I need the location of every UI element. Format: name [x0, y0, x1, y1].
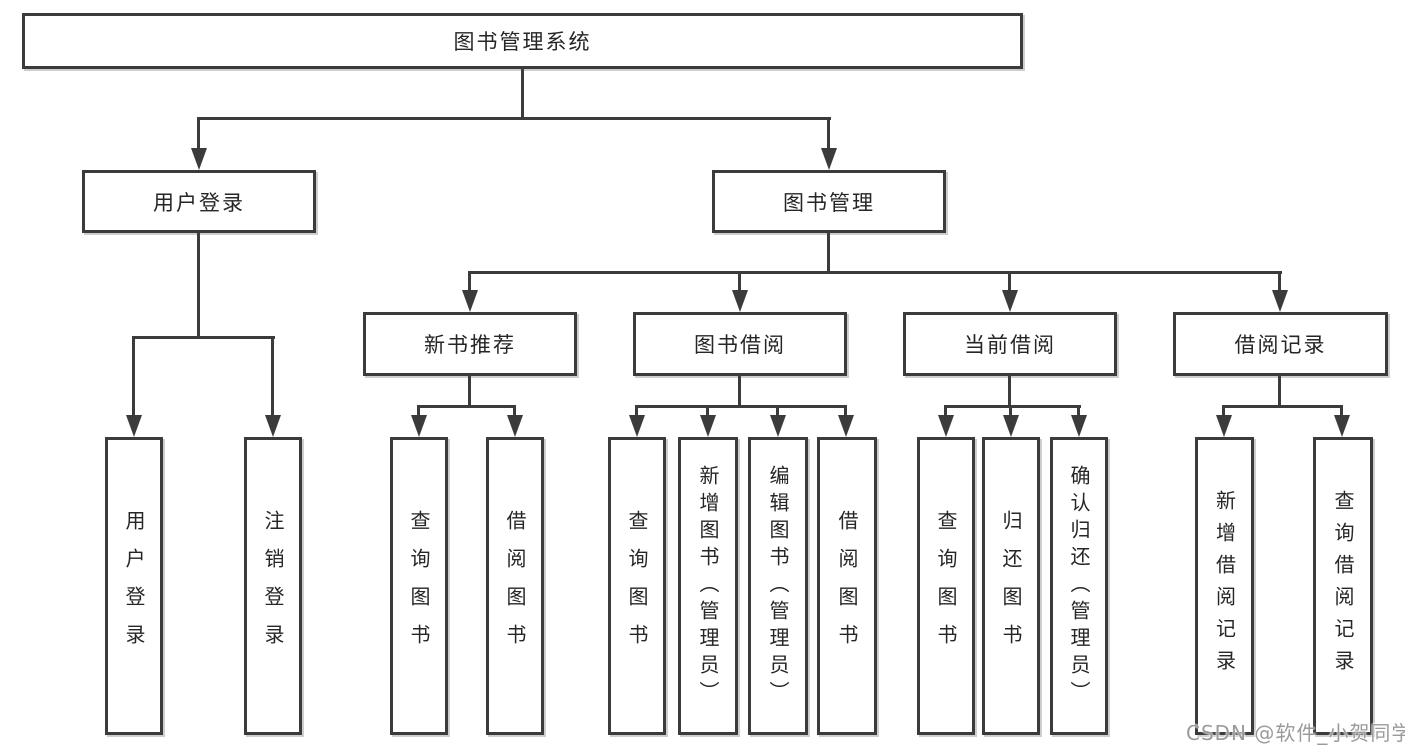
- connector-bb-hbar: [635, 405, 847, 408]
- connector-nbr-stub2: [513, 408, 516, 415]
- node-borrowing-records-label: 借阅记录: [1234, 333, 1327, 357]
- leaf-cb-query-books-label: 查询图书: [934, 510, 958, 662]
- leaf-bb-query-books-label: 查询图书: [625, 510, 649, 662]
- leaf-br-query-record-label: 查询借阅记录: [1331, 490, 1355, 682]
- arrowhead-nbr-query: [411, 415, 427, 437]
- arrowhead-book-mgmt: [821, 148, 837, 170]
- connector-mgmt-hbar: [468, 271, 1282, 274]
- arrowhead-br-query: [1334, 415, 1350, 437]
- connector-cb-stub2: [1009, 408, 1012, 415]
- node-current-borrowing-label: 当前借阅: [964, 333, 1056, 357]
- arrowhead-bookborrow: [732, 290, 748, 312]
- leaf-cb-return-books-label: 归还图书: [999, 510, 1023, 662]
- leaf-nbr-query-books: 查询图书: [390, 437, 448, 735]
- node-book-management-label: 图书管理: [783, 190, 875, 215]
- leaf-logout-label: 注销登录: [261, 510, 285, 662]
- connector-borrowrecords-stub: [1278, 274, 1281, 292]
- leaf-cb-query-books: 查询图书: [917, 437, 975, 735]
- arrowhead-bb-edit: [770, 415, 786, 437]
- node-book-borrowing: 图书借阅: [633, 312, 847, 376]
- arrowhead-bb-borrow: [838, 415, 854, 437]
- connector-nbr-hbar: [417, 405, 516, 408]
- arrowhead-cb-confirm: [1071, 415, 1087, 437]
- connector-br-stub2: [1340, 408, 1343, 415]
- node-new-book-recommendation-label: 新书推荐: [424, 333, 516, 357]
- connector-login-hbar: [132, 336, 275, 339]
- connector-bb-stub1: [635, 408, 638, 415]
- connector-br-hbar: [1222, 405, 1343, 408]
- connector-leaf-login-stub: [132, 339, 135, 415]
- leaf-cb-confirm-return-admin-label: 确认归还（管理员）: [1067, 464, 1091, 708]
- connector-cb-hbar: [944, 405, 1081, 408]
- node-book-management: 图书管理: [712, 170, 946, 233]
- node-root-label: 图书管理系统: [453, 30, 592, 54]
- node-root: 图书管理系统: [22, 13, 1023, 69]
- connector-bookborrow-stub: [738, 274, 741, 292]
- leaf-user-login-label: 用户登录: [122, 510, 146, 662]
- connector-currentborrow-stub: [1008, 274, 1011, 292]
- arrowhead-newbook: [462, 290, 478, 312]
- leaf-nbr-query-books-label: 查询图书: [407, 510, 431, 662]
- arrowhead-cb-query: [938, 415, 954, 437]
- node-user-login: 用户登录: [82, 170, 316, 233]
- arrowhead-cb-return: [1003, 415, 1019, 437]
- arrowhead-leaf-logout: [265, 415, 281, 437]
- leaf-bb-add-books-admin-label: 新增图书（管理员）: [696, 464, 720, 708]
- leaf-logout: 注销登录: [244, 437, 302, 735]
- connector-bb-stub3: [776, 408, 779, 415]
- leaf-br-add-record-label: 新增借阅记录: [1212, 490, 1237, 682]
- node-new-book-recommendation: 新书推荐: [363, 312, 577, 376]
- csdn-watermark: CSDN @软件_小贺同学: [1186, 721, 1405, 745]
- arrowhead-bb-add: [700, 415, 716, 437]
- leaf-user-login: 用户登录: [105, 437, 163, 735]
- leaf-br-add-record: 新增借阅记录: [1195, 437, 1254, 735]
- leaf-cb-return-books: 归还图书: [982, 437, 1040, 735]
- connector-mgmt-vline: [827, 233, 830, 271]
- connector-cb-stub1: [944, 408, 947, 415]
- arrowhead-br-add: [1216, 415, 1232, 437]
- connector-nbr-vline: [468, 376, 471, 405]
- leaf-br-query-record: 查询借阅记录: [1313, 437, 1373, 735]
- leaf-bb-edit-books-admin: 编辑图书（管理员）: [748, 437, 808, 735]
- leaf-bb-edit-books-admin-label: 编辑图书（管理员）: [766, 464, 790, 708]
- connector-user-login-stub: [197, 120, 200, 150]
- connector-cb-stub3: [1077, 408, 1080, 415]
- node-book-borrowing-label: 图书借阅: [694, 333, 786, 357]
- arrowhead-currentborrow: [1002, 290, 1018, 312]
- connector-br-vline: [1278, 376, 1281, 405]
- connector-root-vline: [521, 69, 524, 117]
- connector-book-mgmt-stub: [827, 120, 830, 150]
- leaf-cb-confirm-return-admin: 确认归还（管理员）: [1050, 437, 1108, 735]
- node-current-borrowing: 当前借阅: [903, 312, 1117, 376]
- arrowhead-user-login: [191, 148, 207, 170]
- leaf-nbr-borrow-books: 借阅图书: [486, 437, 544, 735]
- arrowhead-bb-query: [629, 415, 645, 437]
- leaf-bb-query-books: 查询图书: [608, 437, 666, 735]
- connector-newbook-stub: [468, 274, 471, 292]
- connector-br-stub1: [1222, 408, 1225, 415]
- connector-leaf-logout-stub: [271, 339, 274, 415]
- connector-bb-stub2: [706, 408, 709, 415]
- node-user-login-label: 用户登录: [153, 190, 245, 215]
- arrowhead-borrowrecords: [1272, 290, 1288, 312]
- leaf-bb-add-books-admin: 新增图书（管理员）: [678, 437, 738, 735]
- connector-login-vline: [197, 233, 200, 336]
- connector-bb-vline: [738, 376, 741, 405]
- leaf-bb-borrow-books: 借阅图书: [817, 437, 877, 735]
- connector-bb-stub4: [844, 408, 847, 415]
- node-borrowing-records: 借阅记录: [1173, 312, 1388, 376]
- connector-cb-vline: [1008, 376, 1011, 405]
- connector-nbr-stub1: [417, 408, 420, 415]
- arrowhead-leaf-login: [126, 415, 142, 437]
- leaf-nbr-borrow-books-label: 借阅图书: [503, 510, 527, 662]
- arrowhead-nbr-borrow: [507, 415, 523, 437]
- connector-root-hbar: [197, 117, 831, 120]
- leaf-bb-borrow-books-label: 借阅图书: [835, 510, 859, 662]
